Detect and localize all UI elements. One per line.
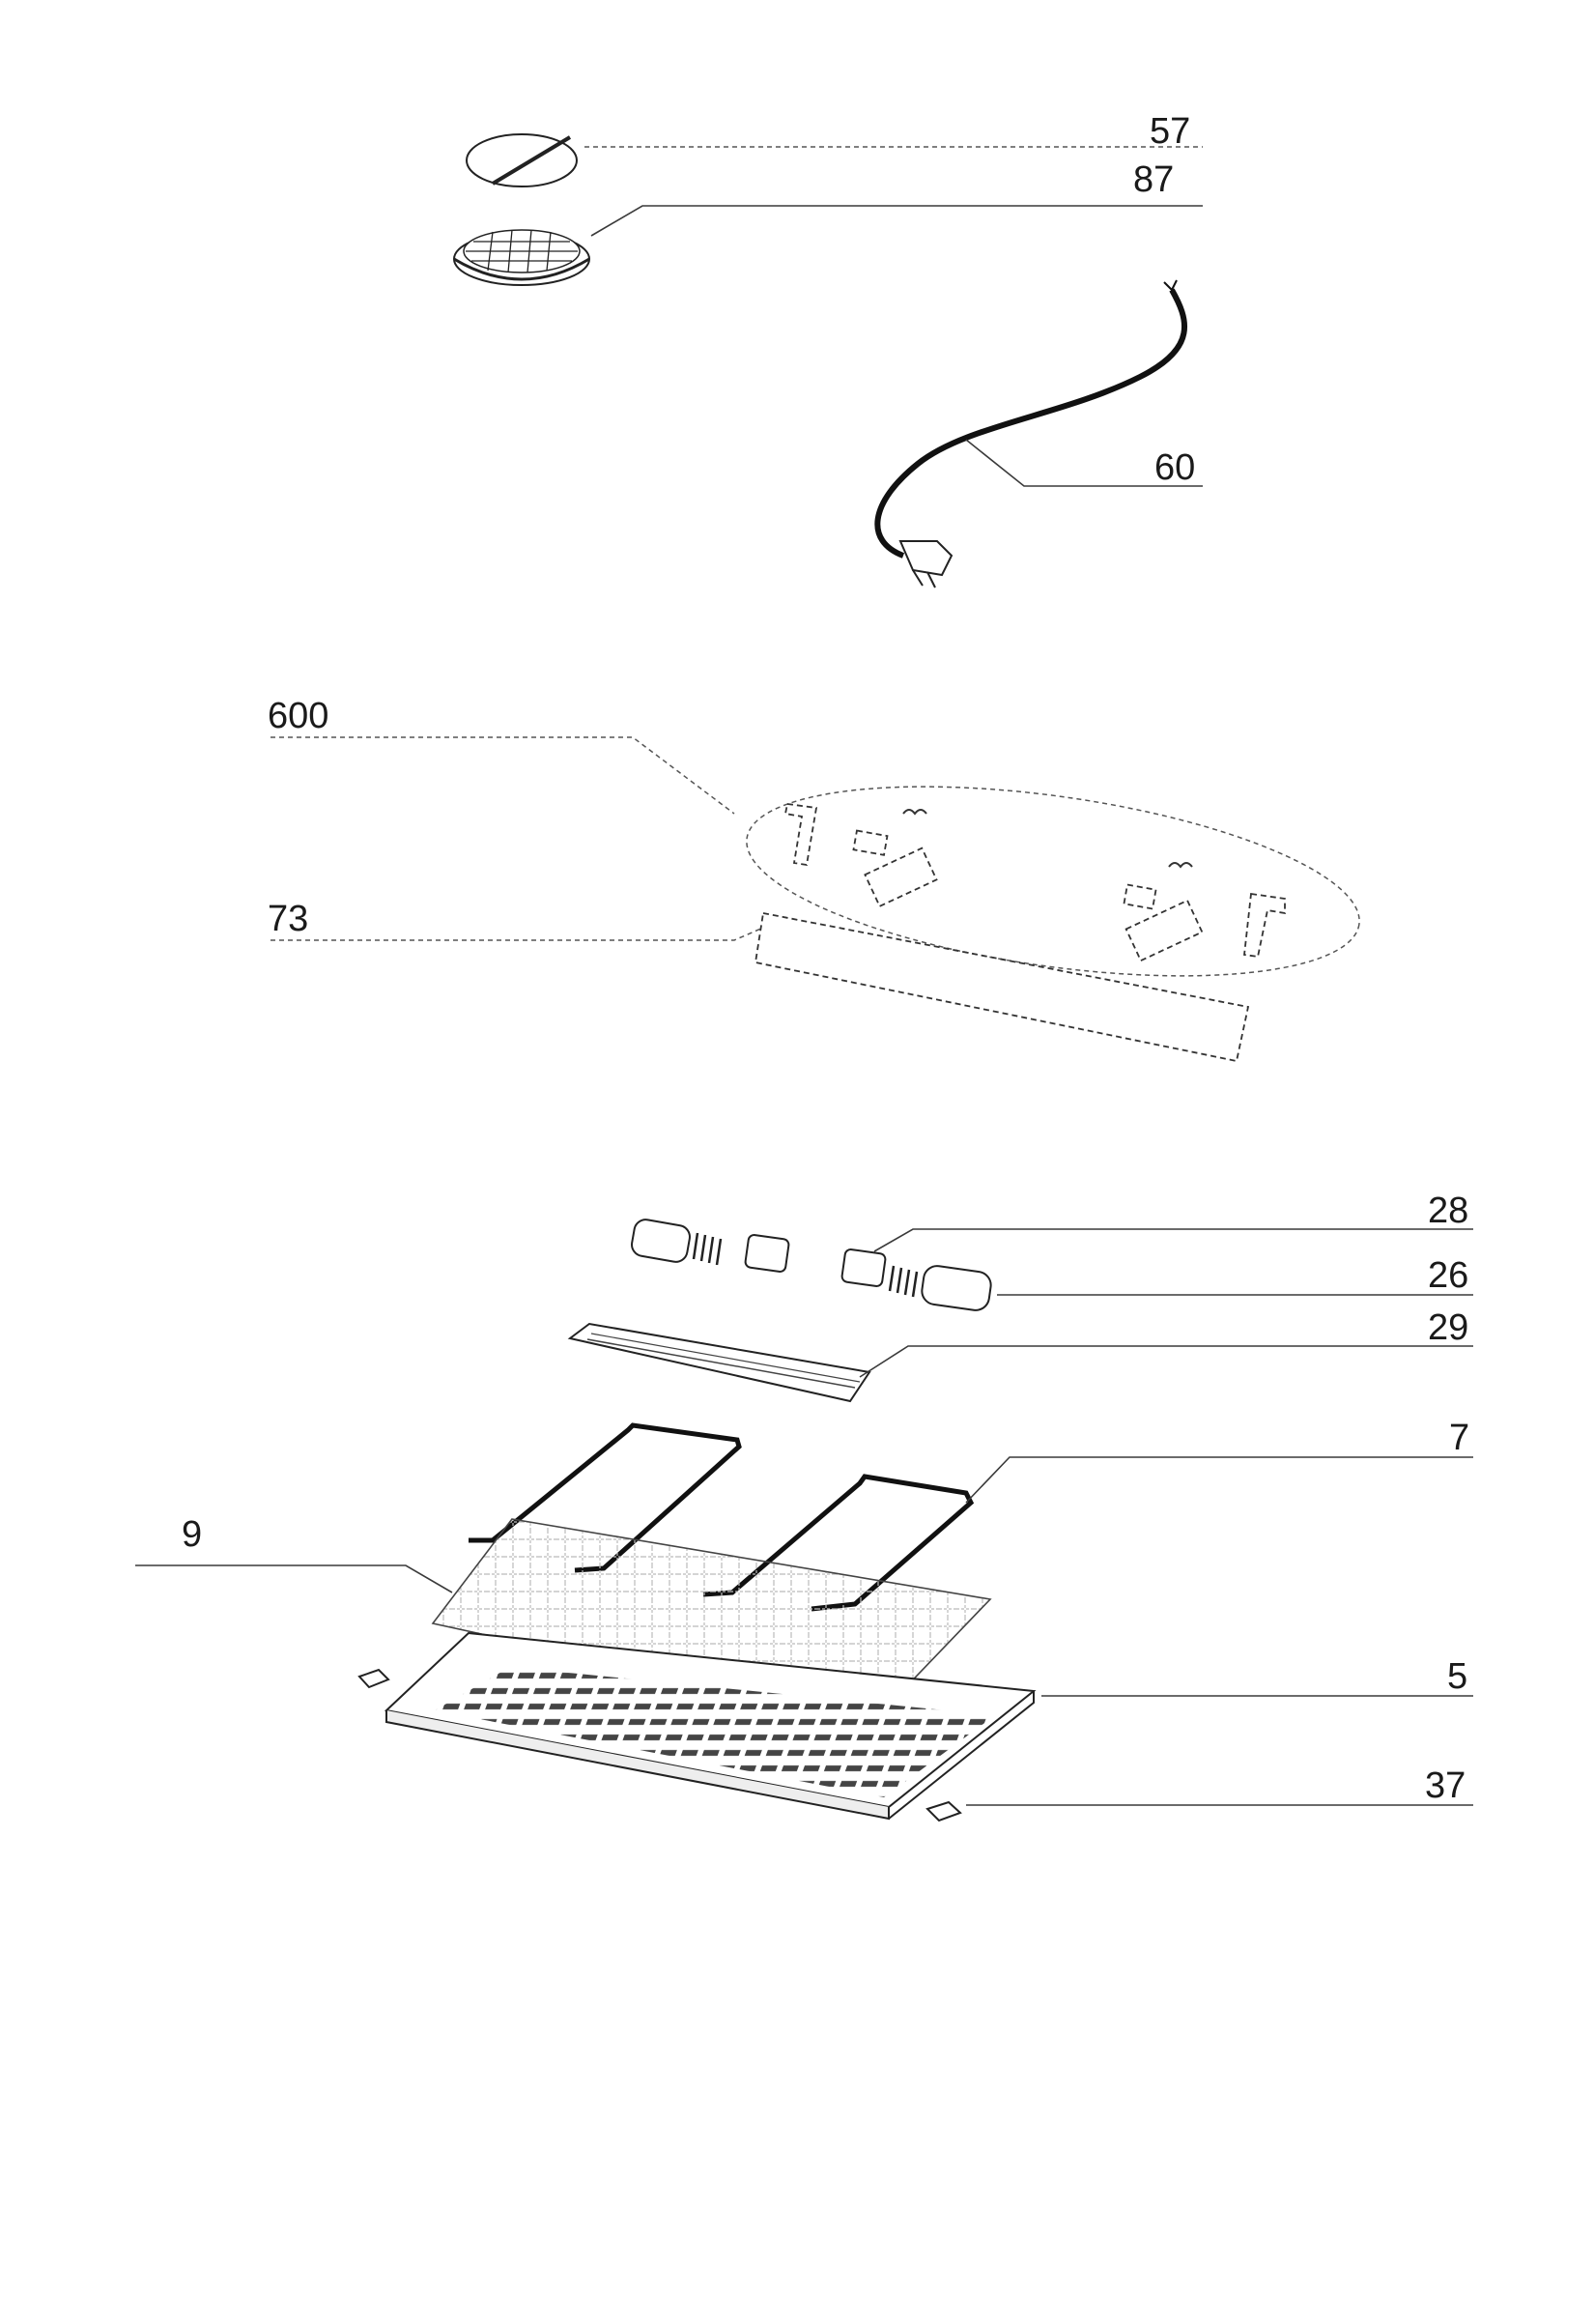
leader-73 — [270, 927, 764, 941]
part-600-hardware-kit: 600 — [268, 696, 1360, 977]
label-600: 600 — [268, 696, 328, 736]
part-87-round-grill: 87 — [453, 159, 1203, 286]
clip-left-icon — [357, 1668, 390, 1689]
leader-28 — [873, 1228, 1473, 1252]
label-29: 29 — [1428, 1307, 1468, 1348]
part-29-diffuser: 29 — [567, 1307, 1473, 1403]
part-37-clips: 37 — [357, 1668, 1473, 1822]
spring-right-icon — [1168, 862, 1193, 869]
part-5-perforated-tray: 5 — [384, 1631, 1473, 1821]
leader-60 — [965, 439, 1203, 487]
clip-right-icon — [925, 1800, 962, 1822]
label-37: 37 — [1425, 1765, 1466, 1806]
label-60: 60 — [1154, 447, 1195, 488]
leader-87 — [590, 205, 1203, 237]
bracket-left-icon — [783, 802, 818, 867]
label-57: 57 — [1150, 111, 1190, 152]
spring-left-icon — [902, 809, 927, 816]
leader-9 — [135, 1564, 453, 1593]
label-28: 28 — [1428, 1191, 1468, 1231]
part-60-power-cord: 60 — [874, 279, 1203, 588]
label-26: 26 — [1428, 1255, 1468, 1296]
label-73: 73 — [268, 899, 308, 939]
label-7: 7 — [1449, 1418, 1469, 1458]
label-9: 9 — [182, 1514, 202, 1555]
label-5: 5 — [1447, 1656, 1467, 1697]
leader-600 — [270, 736, 735, 815]
label-87: 87 — [1133, 159, 1174, 200]
part-26-28-lamp-holders: 28 26 — [631, 1191, 1473, 1311]
bracket-right-icon — [1243, 892, 1286, 959]
leader-29 — [859, 1345, 1473, 1378]
part-57-cap: 57 — [466, 111, 1203, 187]
part-73-strip: 73 — [268, 899, 1250, 1063]
leader-7 — [965, 1456, 1473, 1504]
